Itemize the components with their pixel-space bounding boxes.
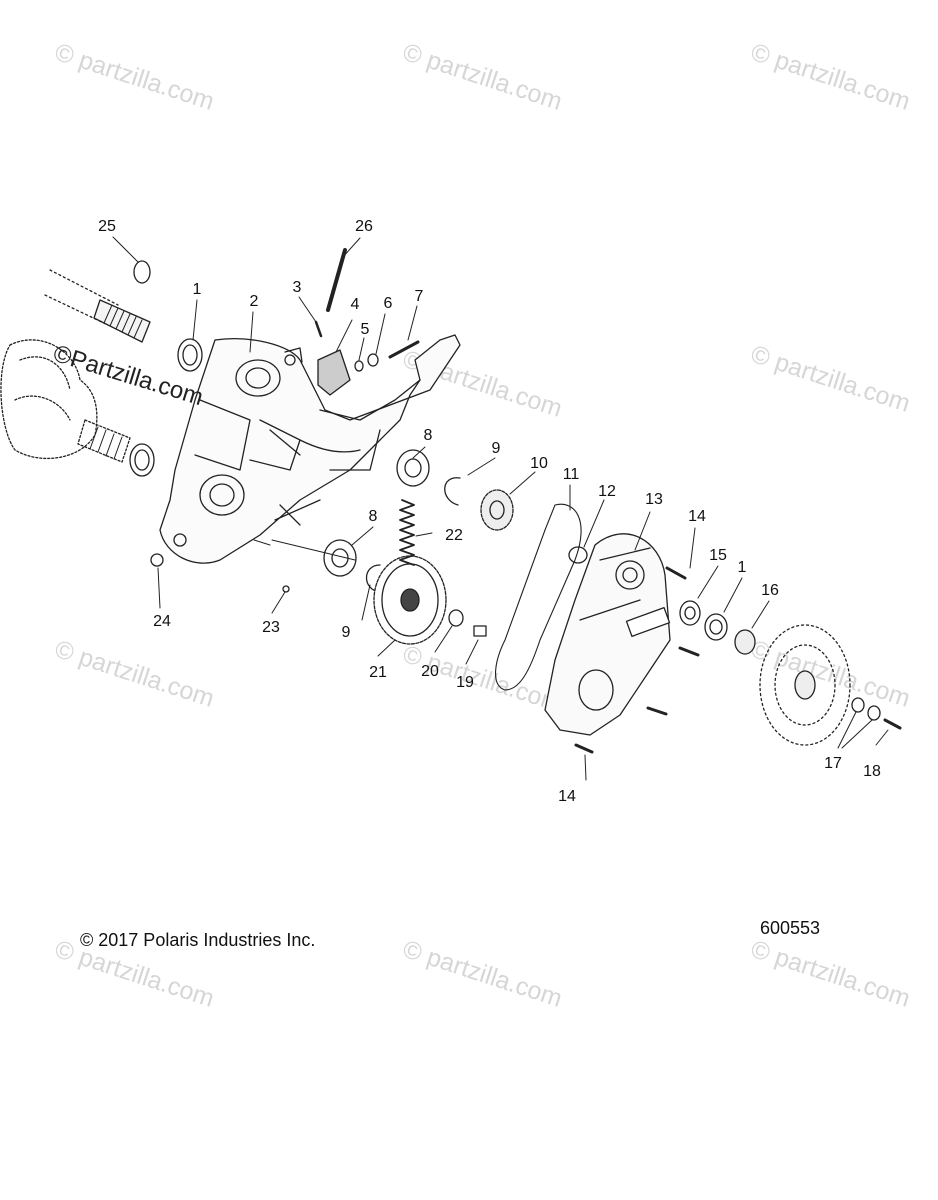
- seal-lower: [129, 443, 155, 477]
- rod: [326, 248, 347, 312]
- seal: [568, 546, 588, 564]
- tensioner-block: [317, 349, 351, 396]
- callout-23: 23: [262, 619, 280, 636]
- o-ring: [133, 260, 151, 284]
- bearing: [734, 629, 756, 655]
- callout-18: 18: [863, 763, 881, 780]
- brake-disc: [759, 624, 851, 746]
- callout-12: 12: [598, 483, 616, 500]
- callout-8: 8: [423, 427, 433, 444]
- dowel-pin: [282, 585, 290, 593]
- copyright-text: © 2017 Polaris Industries Inc.: [80, 930, 316, 950]
- bolt: [665, 566, 687, 580]
- seal: [704, 613, 728, 641]
- callout-22: 22: [445, 527, 463, 544]
- bolt: [646, 706, 668, 716]
- callout-4: 4: [350, 296, 360, 313]
- bearing: [396, 449, 430, 487]
- seal: [177, 338, 203, 372]
- callout-25: 25: [98, 218, 116, 235]
- callout-15: 15: [709, 547, 727, 564]
- washer: [354, 360, 364, 372]
- snap-ring: [444, 477, 461, 506]
- bolt: [883, 718, 902, 730]
- bolt: [574, 743, 594, 754]
- spring: [399, 499, 415, 566]
- callout-8: 8: [368, 508, 378, 525]
- bearing: [679, 600, 701, 626]
- callout-1: 1: [192, 281, 202, 298]
- small-sprocket: [480, 489, 514, 531]
- bolt: [388, 340, 420, 359]
- callout-5: 5: [360, 321, 370, 338]
- callout-21: 21: [369, 664, 387, 681]
- callout-1: 1: [737, 559, 747, 576]
- engine-shaft-assembly: [0, 269, 151, 463]
- callout-13: 13: [645, 491, 663, 508]
- washer: [448, 609, 464, 627]
- callout-10: 10: [530, 455, 548, 472]
- chain: [495, 503, 582, 691]
- callout-14: 14: [558, 788, 576, 805]
- bearing: [323, 539, 357, 577]
- leader-lines: [112, 236, 889, 781]
- nut: [367, 353, 379, 367]
- bolt-head: [473, 625, 487, 637]
- callout-11: 11: [562, 466, 580, 483]
- inner-chaincase: [159, 334, 461, 564]
- callout-14: 14: [688, 508, 706, 525]
- plug: [150, 553, 164, 567]
- callout-9: 9: [491, 440, 501, 457]
- callout-2: 2: [249, 293, 259, 310]
- outer-chaincase-cover: [544, 533, 671, 736]
- callout-3: 3: [292, 279, 302, 296]
- callout-24: 24: [153, 613, 171, 630]
- bolt: [678, 646, 700, 657]
- washer: [851, 697, 865, 713]
- callout-26: 26: [355, 218, 373, 235]
- washer: [867, 705, 881, 721]
- pin: [314, 320, 323, 338]
- callout-6: 6: [383, 295, 393, 312]
- callout-7: 7: [414, 288, 424, 305]
- callout-19: 19: [456, 674, 474, 691]
- figure-id: 600553: [760, 918, 821, 938]
- callout-16: 16: [761, 582, 779, 599]
- callout-9: 9: [341, 624, 351, 641]
- callout-20: 20: [421, 663, 439, 680]
- callout-17: 17: [824, 755, 842, 772]
